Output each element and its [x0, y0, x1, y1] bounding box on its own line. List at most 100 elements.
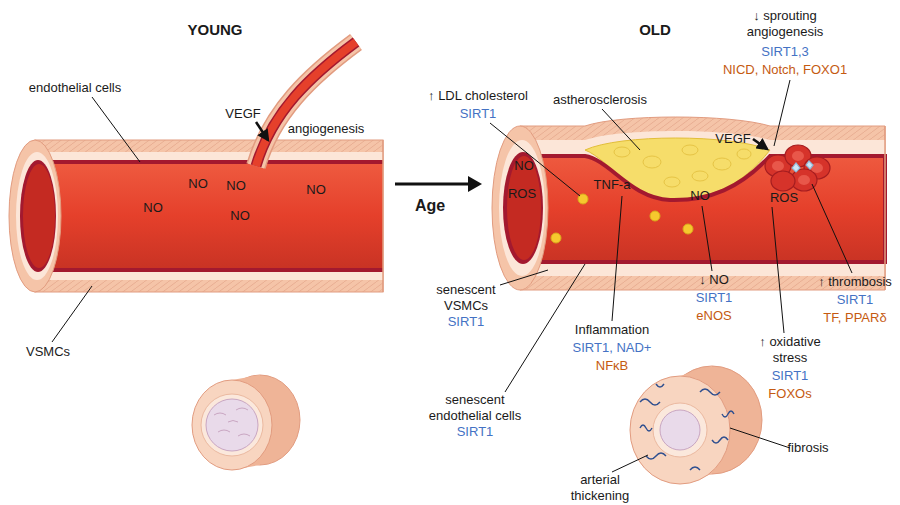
gene-label: SIRT1, NAD+ [573, 340, 652, 356]
branch-wall [256, 42, 356, 166]
arrow-head [468, 176, 482, 192]
molecule-label: NO [690, 188, 710, 204]
vessel-end [492, 126, 548, 290]
thrombus [765, 145, 830, 191]
annotation: ↓ sprouting angiogenesis [735, 8, 835, 40]
arrow-shaft [395, 183, 470, 186]
cell-center [772, 161, 784, 171]
gene-label: SIRT1 [696, 290, 733, 306]
part-label: senescent VSMCs [426, 282, 506, 314]
gene-label: SIRT1 [837, 292, 874, 308]
lipid-droplet [692, 171, 708, 181]
leader-line [92, 97, 140, 162]
part-label: VSMCs [26, 344, 70, 360]
vessel-cut [884, 126, 886, 290]
leader-line [774, 80, 790, 146]
leader-line [612, 196, 622, 321]
annotation: ↓ NO [699, 272, 729, 288]
part-label: arterial thickening [565, 472, 635, 504]
branch-lumen [256, 42, 356, 166]
leader-line [702, 206, 712, 271]
vegf-arrow [256, 122, 268, 140]
annotation: Inflammation [575, 322, 649, 338]
annotation: ↑ oxidative stress [748, 334, 833, 366]
lipid-droplet [664, 177, 680, 187]
sprouting-branch [256, 42, 356, 166]
fibrosis-fibers [640, 384, 734, 470]
vessel-end [20, 160, 56, 272]
part-label: fibrosis [787, 440, 828, 456]
vessel-end [499, 140, 545, 276]
tube-front [630, 376, 730, 484]
molecule-label: NO [306, 182, 326, 198]
red-blood-cell [771, 171, 795, 191]
vessel-end [9, 140, 61, 292]
leader-line [490, 123, 580, 196]
molecule-label: NO [143, 200, 163, 216]
lumen-surface [660, 410, 700, 450]
lipid-droplet [682, 145, 698, 155]
wall-texture [35, 280, 383, 292]
molecule-label: NO [188, 176, 208, 192]
annotation: ↑ thrombosis [818, 274, 892, 290]
molecule-label: TNF-a [594, 177, 631, 193]
platelet [806, 161, 813, 169]
young-vessel [9, 140, 383, 292]
media [520, 131, 885, 276]
plaque-texture [614, 145, 751, 187]
branch-wall [256, 42, 356, 166]
pathway-label: NICD, Notch, FOXO1 [723, 62, 847, 78]
ldl-particle [683, 224, 693, 234]
leader-line [602, 109, 640, 150]
old-cross-section [630, 366, 762, 484]
ldl-particle [650, 211, 660, 221]
molecule-label: ROS [770, 190, 798, 206]
pathway-label: TF, PPARδ [823, 310, 886, 326]
cell-texture [214, 408, 250, 436]
endothelium [35, 160, 383, 272]
leader-lines [52, 80, 852, 472]
vessel-end [23, 164, 55, 268]
lumen [35, 164, 383, 268]
part-label: endothelial cells [29, 80, 122, 96]
tube-front [192, 380, 272, 470]
vessel-cut [382, 140, 384, 292]
gene-label: SIRT1 [448, 314, 485, 330]
gene-label: SIRT1 [457, 424, 494, 440]
leader-line [612, 455, 648, 472]
pathway-label: NFκB [596, 358, 629, 374]
cell-center [798, 175, 810, 185]
adventitia [35, 140, 383, 292]
part-label: senescent endothelial cells [420, 392, 530, 424]
platelet [792, 163, 800, 172]
leader-line [812, 184, 852, 273]
vessel-end [507, 156, 541, 260]
signal-label: VEGF [225, 106, 260, 122]
leader-line [772, 207, 784, 333]
vessel-end [16, 152, 58, 280]
molecule-label: ROS [508, 186, 536, 202]
young-cross-section [192, 375, 300, 470]
branch-endothelium [256, 42, 356, 166]
panel-heading: YOUNG [187, 22, 242, 38]
media-ring [201, 394, 263, 456]
molecule-label: NO [230, 208, 250, 224]
gene-label: SIRT1 [460, 106, 497, 122]
lumen-surface [206, 399, 258, 451]
panel-heading: OLD [639, 22, 671, 38]
pathway-label: eNOS [696, 308, 731, 324]
arrow-label: Age [415, 198, 445, 214]
ldl-particle [551, 233, 561, 243]
leader-line [52, 286, 92, 342]
media-ring [653, 403, 707, 457]
vegf-arrow [753, 139, 767, 149]
lipid-droplet [614, 147, 630, 157]
part-label: angiogenesis [288, 121, 365, 137]
annotation: astherosclerosis [553, 92, 647, 108]
cell-center [792, 151, 804, 161]
lipid-droplet [643, 156, 661, 168]
lipid-droplet [737, 149, 751, 159]
annotation: ↑ LDL cholesterol [428, 88, 528, 104]
leader-line [730, 428, 790, 448]
signal-label: VEGF [715, 131, 750, 147]
